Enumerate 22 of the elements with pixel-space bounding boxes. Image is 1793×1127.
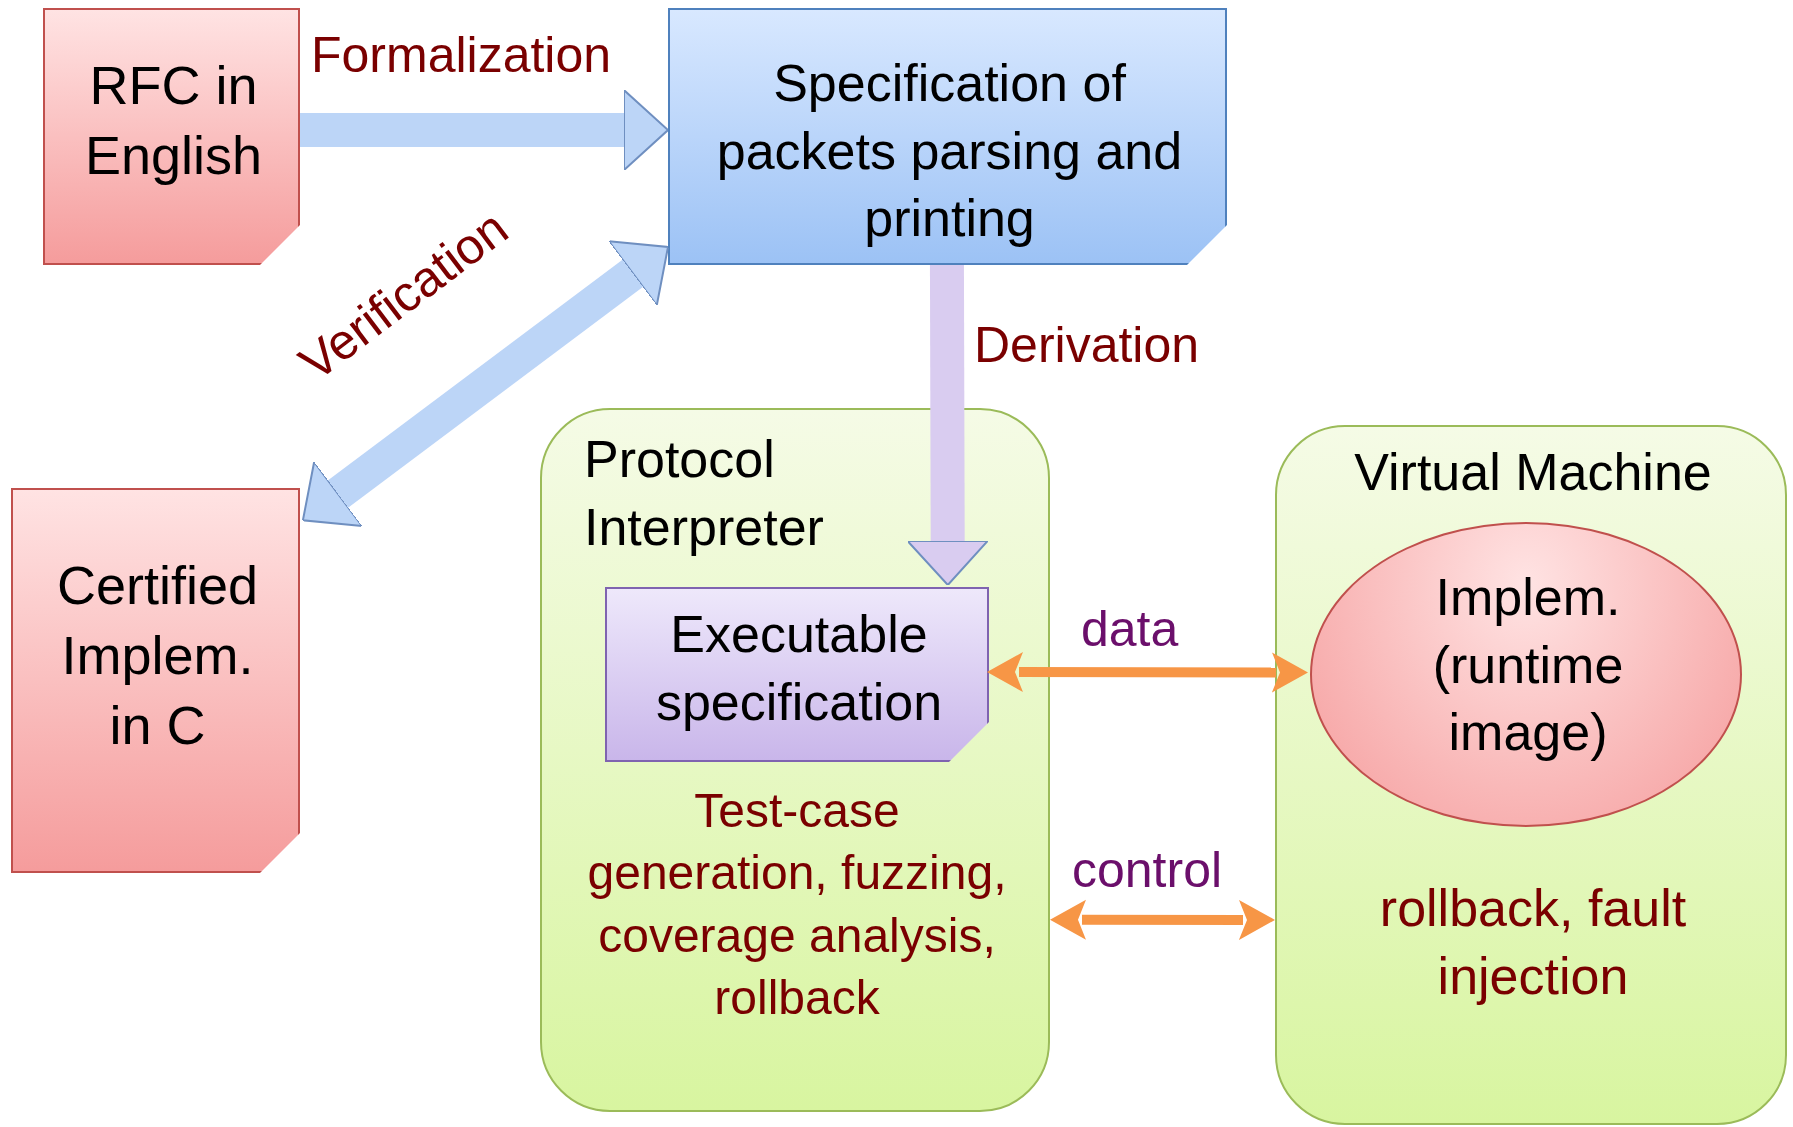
edge-label: control <box>1071 843 1224 898</box>
group-panel <box>1275 425 1787 1125</box>
block-arrow <box>906 264 989 586</box>
node-title: Protocol Interpreter <box>584 429 825 558</box>
edge-label: data <box>1080 602 1180 657</box>
node-description: rollback, fault injection <box>1378 878 1688 1007</box>
node-title: Certified Implem. in C <box>55 554 260 758</box>
node-description: Test-case generation, fuzzing, coverage analysis, rollback <box>586 783 1008 1027</box>
note-card <box>605 587 989 762</box>
double-arrow <box>1050 899 1275 940</box>
edge-label: Formalization <box>310 28 613 83</box>
block-arrow <box>300 89 669 172</box>
node-title: Implem. (runtime image) <box>1431 567 1625 764</box>
block-arrow <box>301 240 669 527</box>
node-title: RFC in English <box>83 54 264 188</box>
note-card <box>668 8 1227 265</box>
node-title: Executable specification <box>654 604 944 733</box>
note-card <box>11 488 300 873</box>
node-title: Specification of packets parsing and printing <box>715 53 1184 250</box>
node-title: Virtual Machine <box>1353 442 1713 503</box>
edge-label: Derivation <box>973 318 1201 373</box>
group-panel <box>540 408 1050 1112</box>
